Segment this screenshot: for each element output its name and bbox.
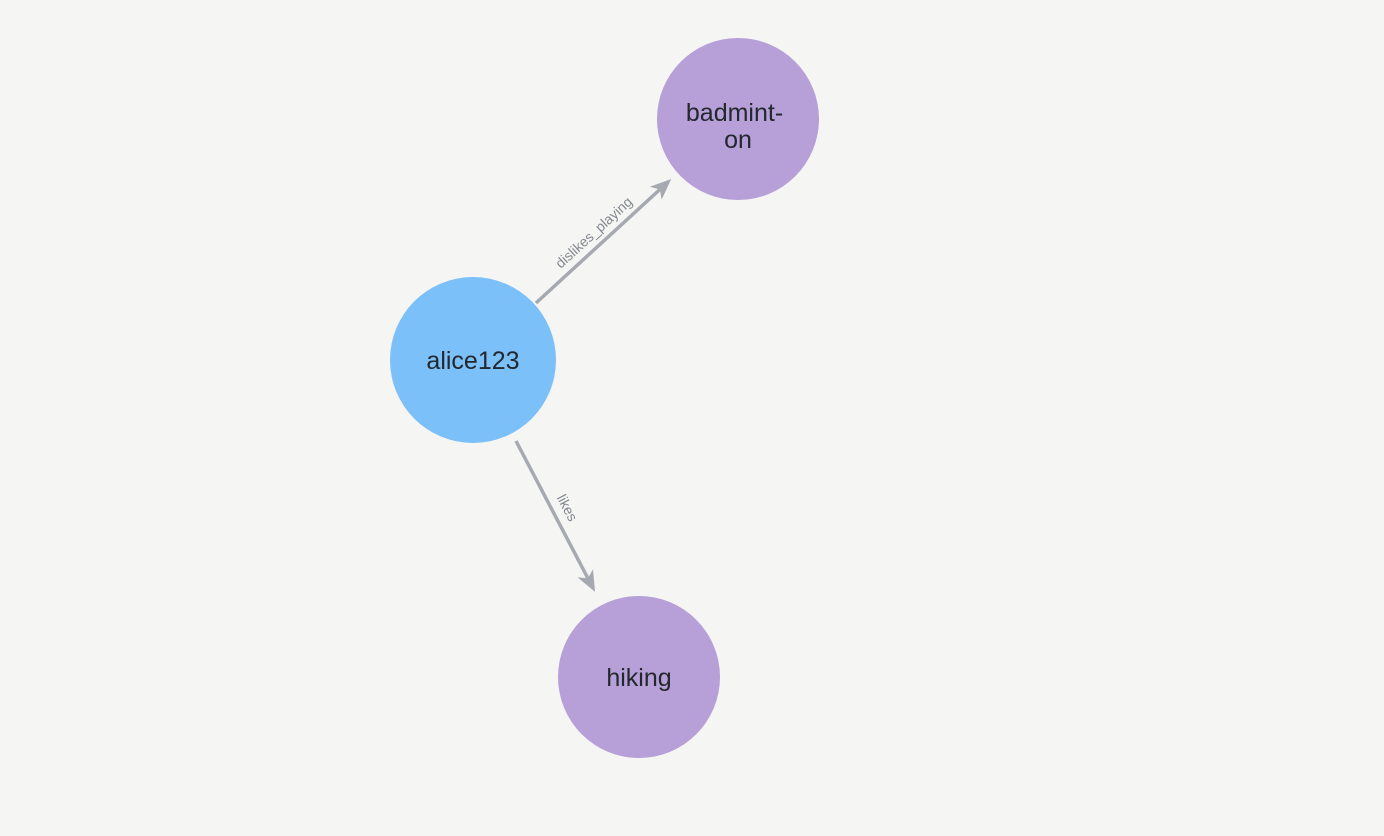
node-label-line1: badmint- [686, 99, 783, 127]
edge-line[interactable] [514, 440, 596, 592]
node-circle[interactable] [558, 596, 720, 758]
node-alice123[interactable]: alice123 [390, 277, 556, 443]
node-label: hiking [606, 664, 671, 692]
node-badminton[interactable]: badmint- on [657, 38, 819, 200]
node-hiking[interactable]: hiking [558, 596, 720, 758]
node-label: badmint- on [686, 99, 790, 154]
node-label-line2: on [724, 126, 752, 154]
node-circle[interactable] [390, 277, 556, 443]
node-circle[interactable] [657, 38, 819, 200]
edge-line[interactable] [534, 179, 672, 305]
node-label: alice123 [426, 347, 519, 375]
